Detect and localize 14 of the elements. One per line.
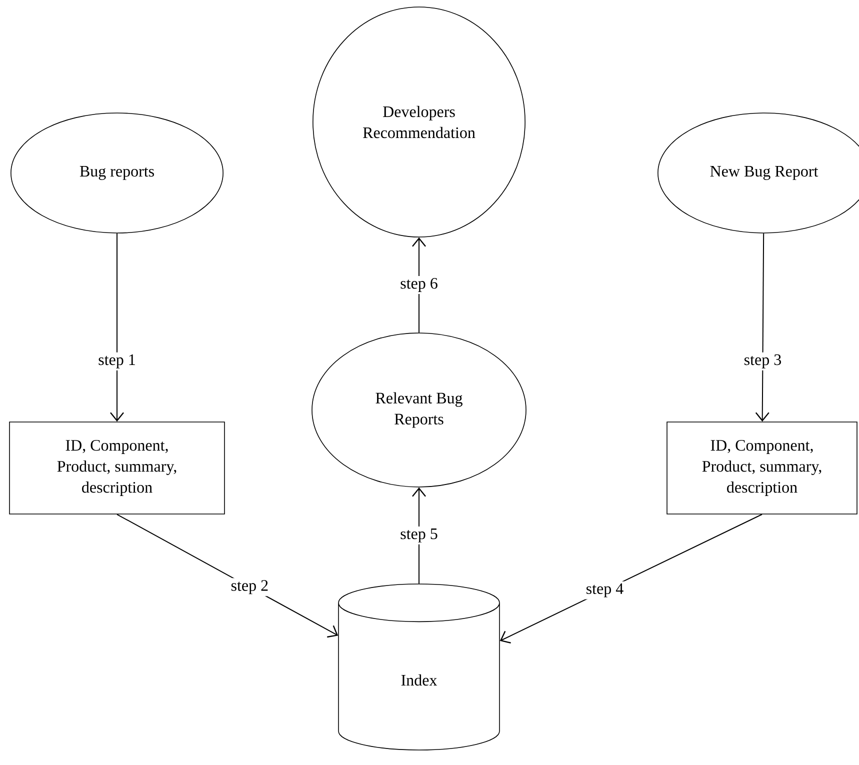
process-box: ID, Component, Product, summary, description	[9, 422, 225, 514]
arrow	[110, 232, 124, 422]
ellipse-node: Bug reports	[10, 112, 224, 234]
process-box: ID, Component, Product, summary, description	[666, 422, 858, 514]
edge-label: step 2	[231, 580, 268, 594]
edge-label: step 5	[400, 528, 438, 542]
edge-label: step 4	[586, 583, 624, 598]
arrow	[755, 232, 770, 422]
database-cylinder: Index	[338, 584, 500, 750]
edge-label: step 1	[98, 354, 135, 368]
edge-label: step 3	[744, 354, 781, 368]
ellipse-node: Developers Recommendation	[312, 6, 526, 238]
edge-label: step 6	[400, 278, 438, 292]
ellipse-node: Relevant Bug Reports	[312, 332, 526, 488]
